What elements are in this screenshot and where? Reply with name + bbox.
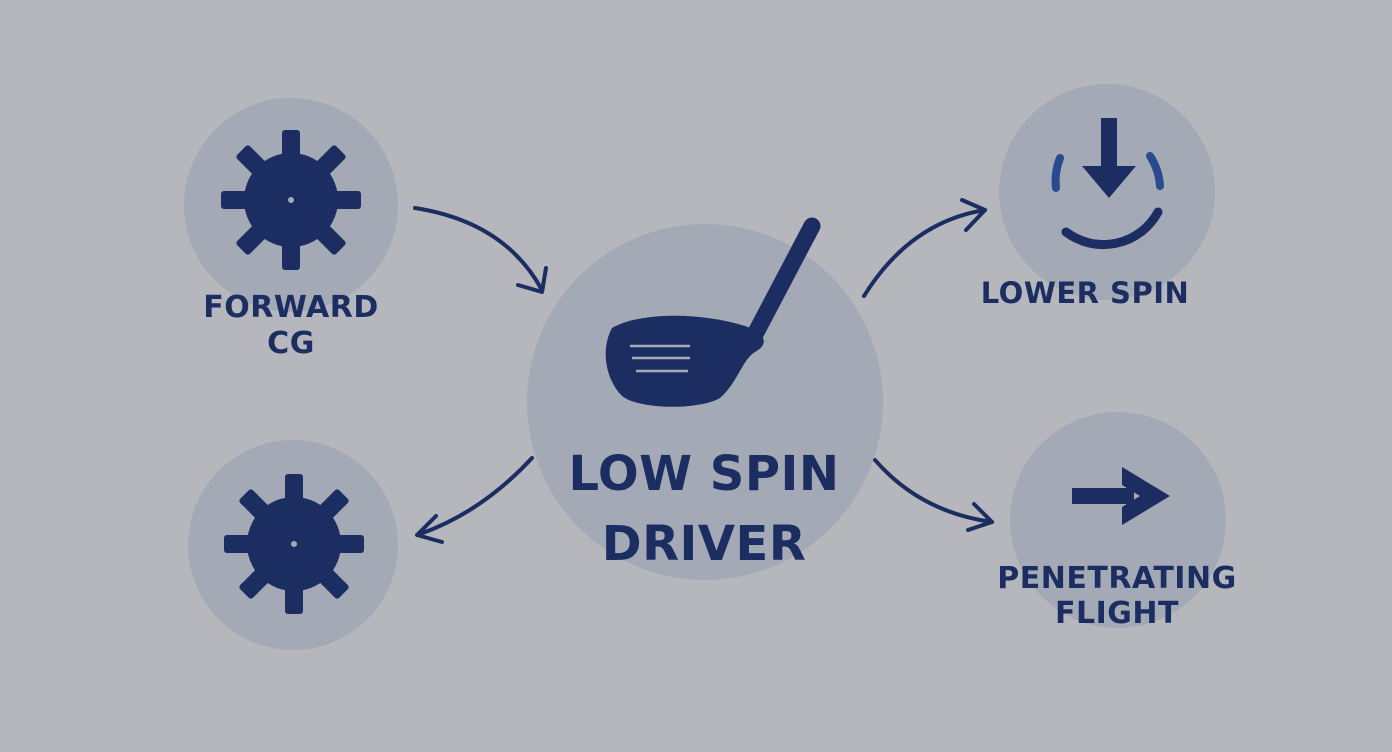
right-arrow-icon — [1072, 467, 1170, 525]
gear-icon — [224, 474, 364, 614]
center-title: LOW SPIN DRIVER — [545, 440, 863, 579]
connector-arrow — [873, 458, 994, 524]
penetrating-flight-circle — [1010, 412, 1226, 628]
arrow-head — [516, 266, 548, 294]
gear-icon — [221, 130, 361, 270]
center-title-line2: DRIVER — [601, 515, 807, 572]
arrow-head — [415, 514, 444, 544]
connector-arrow — [413, 206, 544, 292]
lower-spin-label-text: LOWER SPIN — [980, 276, 1190, 310]
connector-arrow — [418, 456, 534, 536]
forward-cg-label-line2: CG — [267, 326, 315, 361]
penetrating-flight-label-line2: FLIGHT — [1055, 595, 1179, 631]
down-arrow-ring-icon — [1051, 118, 1164, 250]
penetrating-flight-label: PENETRATING FLIGHT — [990, 561, 1244, 631]
forward-cg-label: FORWARD CG — [186, 290, 396, 362]
center-title-line1: LOW SPIN — [568, 446, 840, 502]
forward-cg-label-line1: FORWARD — [203, 290, 379, 325]
arrow-head — [966, 502, 994, 532]
lower-spin-label: LOWER SPIN — [960, 276, 1210, 311]
penetrating-flight-label-line1: PENETRATING — [997, 561, 1237, 596]
connector-arrow — [862, 208, 987, 298]
golf-driver-icon — [605, 217, 821, 407]
arrow-head — [960, 198, 987, 232]
